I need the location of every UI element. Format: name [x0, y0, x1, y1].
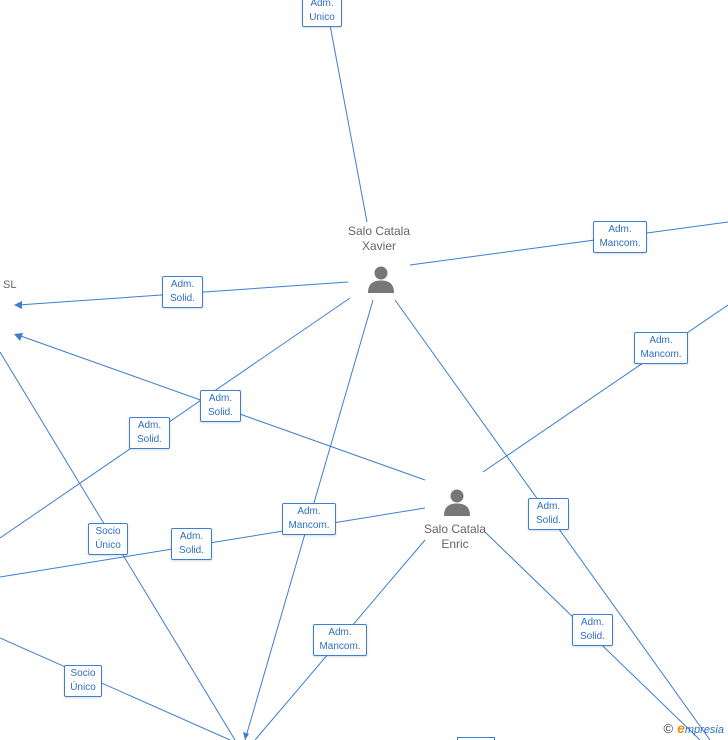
edge-xavier-adm-mancom-right: [409, 221, 728, 266]
person-icon[interactable]: [442, 487, 472, 517]
role-line1: Socio: [95, 526, 121, 537]
role-line2: Único: [70, 682, 96, 693]
role-box-adm-solid[interactable]: Adm. Solid.: [171, 528, 212, 560]
role-line1: Adm.: [137, 420, 162, 431]
role-box-adm-solid[interactable]: Adm. Solid.: [572, 614, 613, 646]
role-line1: Adm.: [536, 501, 561, 512]
edge-xavier-adm-unico: [329, 24, 368, 223]
edge-enric-right-mancom: [482, 304, 728, 473]
person-icon[interactable]: [366, 264, 396, 294]
role-line1: Adm.: [170, 279, 195, 290]
role-line2: Solid.: [579, 631, 605, 642]
role-line1: Adm.: [310, 0, 334, 9]
empresia-watermark: ©empresia: [663, 720, 724, 736]
role-line1: Adm.: [580, 617, 605, 628]
copyright-icon: ©: [663, 721, 674, 736]
person-name-line2: Xavier: [361, 239, 396, 253]
role-line1: Adm.: [328, 627, 352, 638]
arrowhead-sl-2: [14, 333, 23, 341]
brand-logo-e: e: [677, 720, 685, 736]
role-line2: Único: [95, 540, 121, 551]
role-box-socio-unico[interactable]: Socio Único: [88, 523, 128, 555]
arrowhead-sl-1: [14, 301, 22, 309]
role-line1: Adm.: [208, 393, 233, 404]
role-box-adm-mancom[interactable]: Adm. Mancom.: [313, 624, 367, 656]
partial-node-bottom[interactable]: [457, 737, 495, 740]
edge-enric-left: [0, 507, 426, 578]
role-box-adm-mancom[interactable]: Adm. Mancom.: [634, 332, 688, 364]
role-line2: Solid.: [178, 545, 204, 556]
role-box-socio-unico[interactable]: Socio Único: [64, 665, 102, 697]
role-box-adm-solid[interactable]: Adm. Solid.: [528, 498, 569, 530]
role-line2: Solid.: [136, 434, 162, 445]
arrowhead-bottom: [243, 732, 249, 740]
role-line2: Solid.: [169, 293, 195, 304]
role-line2: Solid.: [207, 407, 233, 418]
role-line2: Mancom.: [288, 520, 330, 531]
company-label-sl[interactable]: SL: [3, 279, 17, 291]
role-box-adm-solid[interactable]: Adm. Solid.: [200, 390, 241, 422]
edge-xavier-left-solid: [0, 297, 351, 539]
role-box-adm-unico[interactable]: Adm. Unico: [302, 0, 342, 27]
person-name-line1: Salo Catala: [423, 522, 487, 536]
role-line1: Adm.: [297, 506, 321, 517]
role-line1: Adm.: [608, 224, 632, 235]
role-line1: Adm.: [179, 531, 204, 542]
person-name-line2: Enric: [441, 537, 469, 551]
edge-left-socio-2: [0, 637, 231, 740]
person-salo-catala-enric[interactable]: Salo Catala Enric: [395, 522, 515, 552]
role-box-adm-mancom[interactable]: Adm. Mancom.: [282, 503, 336, 535]
role-box-adm-solid[interactable]: Adm. Solid.: [162, 276, 203, 308]
role-box-adm-solid[interactable]: Adm. Solid.: [129, 417, 170, 449]
brand-logo-text: mpresia: [684, 724, 724, 736]
role-box-adm-mancom[interactable]: Adm. Mancom.: [593, 221, 647, 253]
person-name-line1: Salo Catala: [347, 224, 411, 238]
role-line2: Solid.: [535, 515, 561, 526]
role-line2: Mancom.: [319, 641, 361, 652]
person-salo-catala-xavier[interactable]: Salo Catala Xavier: [319, 224, 439, 254]
role-line1: Socio: [70, 668, 96, 679]
role-line1: Adm.: [649, 335, 673, 346]
role-line2: Mancom.: [599, 238, 641, 249]
role-line2: Unico: [309, 12, 335, 23]
role-line2: Mancom.: [640, 349, 682, 360]
